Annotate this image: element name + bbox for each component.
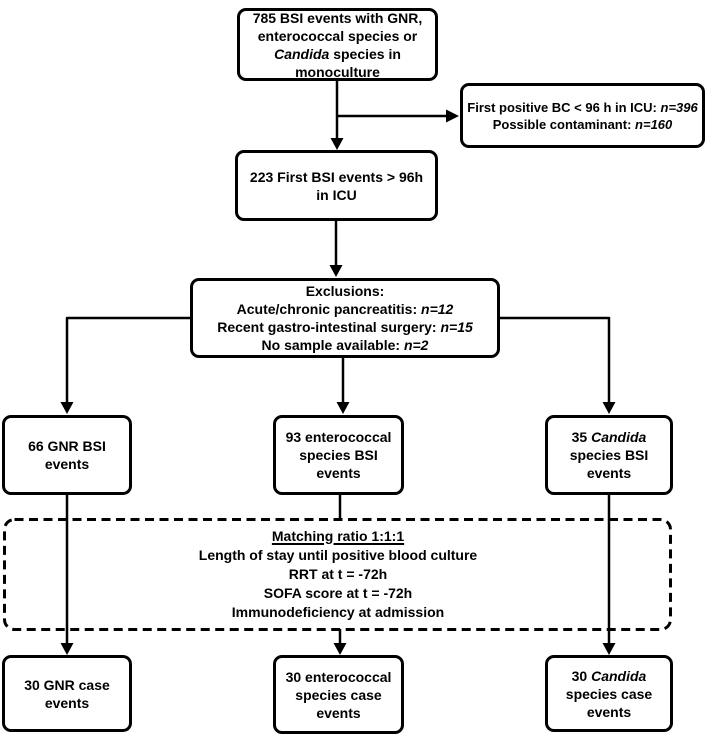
box-text-line: species case — [295, 686, 382, 703]
box-candida-bsi-events: 35 Candida species BSI events — [545, 415, 673, 495]
box-text-line: events — [586, 703, 632, 720]
connector-total-to-first — [330, 81, 344, 150]
connector-exclusions-to-entero-bsi — [336, 358, 350, 414]
box-text-line: 223 First BSI events > 96h — [249, 168, 424, 185]
arrowhead-down-icon — [336, 402, 350, 414]
connector-exclusions-to-gnr-bsi — [60, 316, 190, 414]
connector-entero-bsi-to-entero-case — [333, 495, 347, 655]
box-text-line: species BSI — [569, 447, 649, 463]
box-text-line: 35 Candida — [571, 429, 647, 445]
box-text-line: 66 GNR BSI — [28, 438, 106, 454]
box-text-line: enterococcal species or — [257, 27, 418, 44]
connector-first-to-exclusions — [329, 221, 343, 277]
connector-candida-bsi-to-candida-case — [602, 495, 616, 655]
box-text-line: 30 GNR case — [24, 676, 110, 693]
box-text-line: events — [316, 704, 361, 721]
connector-exclusions-to-candida-bsi — [500, 316, 616, 414]
matching-criteria-dashed-border — [3, 518, 672, 631]
box-text-line: Candida species in — [274, 45, 401, 62]
box-text-line: First positive BC < 96 h in ICU: n=396 — [467, 99, 698, 115]
arrowhead-down-icon — [330, 138, 344, 150]
arrowhead-down-icon — [60, 402, 74, 414]
box-text-line: events — [44, 456, 90, 472]
box-text-line: species case — [565, 685, 653, 702]
arrowhead-down-icon — [60, 643, 74, 655]
connector-gnr-bsi-to-gnr-case — [60, 495, 74, 655]
connector-branch-to-early-positive — [337, 109, 459, 123]
box-text-line: Exclusions: — [305, 283, 385, 299]
box-text-line: Possible contaminant: n=160 — [492, 116, 673, 132]
box-text-line: RRT at t = -72h — [288, 565, 388, 582]
box-text-line: monoculture — [295, 63, 380, 80]
arrowhead-down-icon — [602, 643, 616, 655]
box-text-line: Matching ratio 1:1:1 — [271, 527, 405, 544]
box-text-line: events — [316, 465, 361, 481]
box-text-line: Acute/chronic pancreatitis: n=12 — [236, 301, 454, 317]
box-text-line: Recent gastro-intestinal surgery: n=15 — [217, 319, 473, 335]
box-enterococcal-bsi-events: 93 enterococcal species BSI events — [273, 415, 404, 495]
box-text-line: Length of stay until positive blood cult… — [198, 546, 478, 563]
box-text-line: Immunodeficiency at admission — [231, 603, 445, 620]
box-text-line: 30 Candida — [571, 667, 647, 684]
box-total-bsi-events: 785 BSI events with GNR,enterococcal spe… — [237, 8, 438, 81]
arrowhead-down-icon — [329, 265, 343, 277]
arrowhead-right-icon — [446, 109, 459, 123]
box-text-line: in ICU — [316, 186, 357, 203]
box-gnr-bsi-events: 66 GNR BSI events — [2, 415, 132, 495]
box-text-line: 30 enterococcal — [285, 668, 392, 685]
arrowhead-down-icon — [602, 402, 616, 414]
box-text-line: SOFA score at t = -72h — [263, 584, 413, 601]
box-exclusions: Exclusions: Acute/chronic pancreatitis: n… — [190, 278, 500, 358]
box-text-line: 93 enterococcal — [285, 429, 392, 445]
box-text-line: 785 BSI events with GNR, — [252, 9, 423, 26]
box-text-line: events — [586, 465, 632, 481]
box-text-line: species BSI — [299, 447, 378, 463]
arrowhead-down-icon — [333, 643, 347, 655]
box-text-line: events — [44, 694, 90, 711]
box-text-line: No sample available: n=2 — [261, 337, 429, 353]
